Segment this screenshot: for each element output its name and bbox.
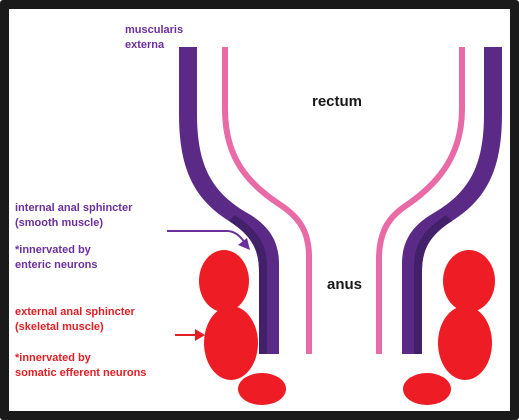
left-external-sphincter-upper — [199, 250, 249, 312]
anus-label: anus — [327, 276, 362, 293]
muscularis-label-line2: externa — [125, 38, 183, 53]
internal-sphincter-note: *innervated by enteric neurons — [15, 243, 98, 273]
ias-note-line2: enteric neurons — [15, 258, 98, 273]
internal-sphincter-arrow — [167, 231, 250, 250]
eas-label-line2: (skeletal muscle) — [15, 320, 135, 335]
diagram-canvas: muscularis externa rectum anus internal … — [9, 9, 510, 411]
muscularis-externa-label: muscularis externa — [125, 23, 183, 53]
rectum-label: rectum — [312, 93, 362, 110]
eas-note-line1: *innervated by — [15, 351, 146, 366]
external-sphincter-label: external anal sphincter (skeletal muscle… — [15, 305, 135, 335]
external-sphincter-note: *innervated by somatic efferent neurons — [15, 351, 146, 381]
right-external-sphincter-upper — [443, 250, 495, 312]
internal-sphincter-label: internal anal sphincter (smooth muscle) — [15, 201, 132, 231]
left-external-sphincter-lower — [238, 373, 286, 405]
ias-label-line2: (smooth muscle) — [15, 216, 132, 231]
muscularis-label-line1: muscularis — [125, 23, 183, 38]
right-external-sphincter-middle — [438, 306, 492, 380]
external-sphincter-arrow — [175, 329, 205, 341]
ias-label-line1: internal anal sphincter — [15, 201, 132, 216]
eas-note-line2: somatic efferent neurons — [15, 366, 146, 381]
eas-label-line1: external anal sphincter — [15, 305, 135, 320]
ias-note-line1: *innervated by — [15, 243, 98, 258]
right-external-sphincter-lower — [403, 373, 451, 405]
left-external-sphincter-middle — [204, 306, 258, 380]
